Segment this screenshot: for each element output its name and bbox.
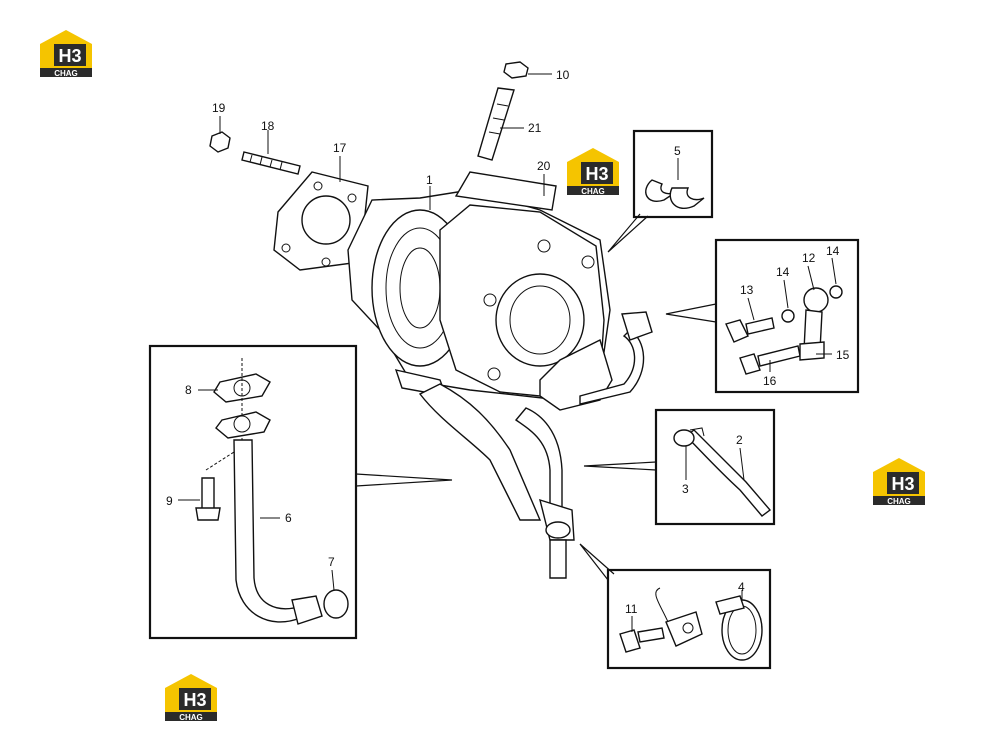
callout-8: 8 <box>185 383 192 397</box>
detail-box-5 <box>607 129 714 253</box>
stud-21 <box>477 87 515 161</box>
detail-box-4-11 <box>579 543 772 670</box>
callout-6: 6 <box>285 511 292 525</box>
washer-14-left <box>781 309 795 323</box>
compressor-inlet <box>495 273 585 367</box>
logo-sub-text: CHAG <box>887 497 911 506</box>
oil-return-pipe <box>418 383 575 579</box>
callout-1: 1 <box>426 173 433 187</box>
callout-3: 3 <box>682 482 689 496</box>
callout-21: 21 <box>528 121 542 135</box>
washer-14-right <box>829 285 843 299</box>
brand-logo-right: H3 CHAG <box>873 458 925 506</box>
nut-10 <box>503 61 529 79</box>
callout-4: 4 <box>738 580 745 594</box>
callout-10: 10 <box>556 68 570 82</box>
callout-5: 5 <box>674 144 681 158</box>
callout-16: 16 <box>763 374 777 388</box>
callout-17: 17 <box>333 141 347 155</box>
flange-6 <box>215 411 271 439</box>
gasket-20 <box>454 171 557 211</box>
clip-5 <box>645 179 705 209</box>
logo-sub-text: CHAG <box>581 187 605 196</box>
callout-14-right: 14 <box>826 244 840 258</box>
hose-clamp-4 <box>715 595 763 661</box>
callout-7: 7 <box>328 555 335 569</box>
clamp-3 <box>673 427 705 447</box>
bolt-16 <box>739 345 801 375</box>
callout-13: 13 <box>740 283 754 297</box>
callout-11: 11 <box>625 602 638 616</box>
bracket-11 <box>655 587 703 647</box>
bolt-13 <box>725 317 775 343</box>
callout-12: 12 <box>802 251 816 265</box>
callout-2: 2 <box>736 433 743 447</box>
callout-18: 18 <box>261 119 275 133</box>
callout-14-left: 14 <box>776 265 790 279</box>
banjo-12 <box>803 287 829 351</box>
leader-lines <box>178 73 837 632</box>
turbocharger-assembly <box>209 131 613 411</box>
callout-15: 15 <box>836 348 850 362</box>
callout-9: 9 <box>166 494 173 508</box>
hose-2 <box>684 429 772 517</box>
callout-numbers: 10 21 19 18 17 1 20 5 13 14 12 14 15 16 … <box>166 68 850 616</box>
callout-19: 19 <box>212 101 226 115</box>
logo-main-text: H3 <box>58 46 81 66</box>
bolt-11 <box>619 627 665 653</box>
callout-20: 20 <box>537 159 551 173</box>
detail-box-6-9 <box>148 344 453 640</box>
nut-19 <box>209 131 231 153</box>
logo-sub-text: CHAG <box>179 713 203 722</box>
oil-feed-pipe <box>579 311 653 405</box>
flange-gasket-17 <box>273 171 369 271</box>
o-ring-7 <box>323 589 349 619</box>
brand-logo-bottom-left: H3 CHAG <box>165 674 217 722</box>
pipe-6 <box>233 439 323 625</box>
brand-logo-top-left: H3 CHAG <box>40 30 92 78</box>
logo-sub-text: CHAG <box>54 69 78 78</box>
clamp-15 <box>799 341 825 361</box>
detail-box-2-3 <box>583 408 776 526</box>
bolt-9 <box>195 477 221 521</box>
logo-main-text: H3 <box>183 690 206 710</box>
logo-main-text: H3 <box>585 164 608 184</box>
brand-logo-center: H3 CHAG <box>567 148 619 196</box>
detail-box-12-16 <box>665 238 860 394</box>
logo-main-text: H3 <box>891 474 914 494</box>
stud-18 <box>241 151 301 175</box>
